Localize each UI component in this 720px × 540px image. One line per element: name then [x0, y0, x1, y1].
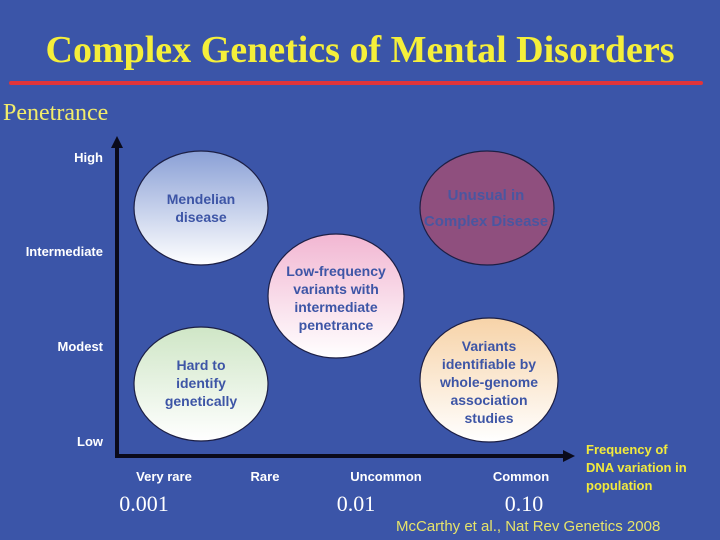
bubble-label-line: intermediate [294, 299, 378, 315]
x-value-0-001: 0.001 [119, 491, 169, 516]
bubble-label-line: association [450, 392, 528, 408]
x-value-0-10: 0.10 [504, 491, 544, 516]
bubble-gwas [419, 317, 559, 443]
bubble-label-line: Low-frequency [286, 263, 386, 279]
bubble-label-line: variants with [293, 281, 379, 297]
bubble-label-unusual: Unusual in Complex Disease [424, 183, 548, 235]
x-value-0-01: 0.01 [336, 491, 376, 516]
x-axis-title-line: DNA variation in [586, 460, 687, 475]
x-tick-uncommon: Uncommon [350, 469, 422, 484]
bubble-unusual [419, 150, 555, 266]
slide-title: Complex Genetics of Mental Disorders [45, 29, 675, 71]
bubble-label-gwas: Variants identifiable by whole-genome as… [440, 337, 538, 427]
bubble-label-line: identifiable by [441, 356, 537, 372]
y-tick-low: Low [77, 434, 103, 449]
bubble-label-line: disease [175, 209, 227, 225]
bubble-label-line: whole-genome [439, 374, 539, 390]
bubble-label-hard-to-identify: Hard to identify genetically [165, 356, 237, 410]
bubble-label-line: Mendelian [166, 191, 236, 207]
bubble-label-low-frequency: Low-frequency variants with intermediate… [286, 262, 386, 334]
bubble-hard-to-identify [133, 326, 269, 442]
bubble-label-line: Complex Disease [423, 213, 549, 230]
bubble-label-line: Hard to [176, 357, 226, 373]
title-divider [9, 81, 703, 85]
x-axis-title: Frequency of DNA variation in population [586, 441, 716, 495]
x-tick-common: Common [492, 469, 550, 484]
y-tick-intermediate: Intermediate [25, 244, 103, 259]
bubble-label-line: studies [464, 410, 514, 426]
bubble-label-mendelian: Mendelian disease [167, 190, 235, 226]
x-tick-very-rare: Very rare [136, 469, 192, 484]
y-axis-arrowhead-icon [111, 136, 123, 148]
y-tick-modest: Modest [57, 339, 104, 354]
bubble-label-line: Variants [461, 338, 517, 354]
bubble-mendelian [133, 150, 269, 266]
bubble-label-line: penetrance [298, 317, 374, 333]
bubble-label-line: Unusual in [447, 187, 525, 204]
bubble-label-line: genetically [164, 393, 238, 409]
x-axis-title-line: Frequency of [586, 442, 668, 457]
bubble-low-frequency [267, 233, 405, 359]
y-axis-title: Penetrance [3, 100, 109, 126]
x-tick-rare: Rare [250, 469, 280, 484]
x-axis-title-line: population [586, 478, 653, 493]
y-tick-high: High [74, 150, 103, 165]
x-axis-arrowhead-icon [563, 450, 575, 462]
citation: McCarthy et al., Nat Rev Genetics 2008 [396, 518, 661, 535]
bubble-label-line: identify [176, 375, 226, 391]
